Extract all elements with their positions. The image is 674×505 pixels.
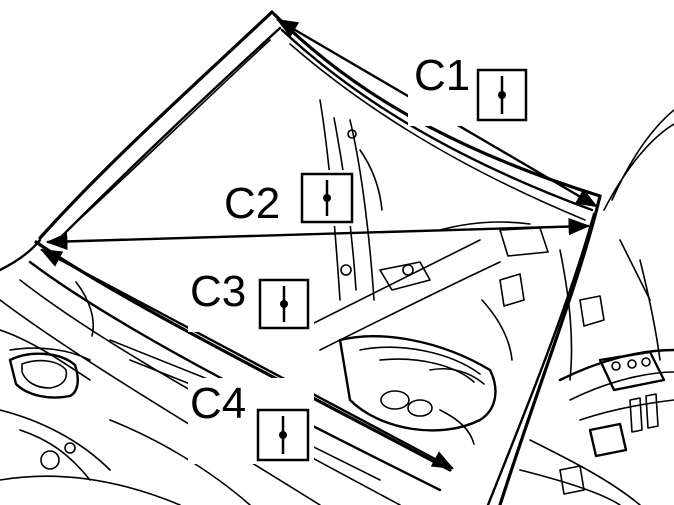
measurement-label-c2: C2 <box>224 179 280 228</box>
measurement-label-c4: C4 <box>190 379 246 428</box>
measure-marker-icon <box>258 278 310 330</box>
measure-marker-icon <box>256 408 310 462</box>
measurement-label-c1: C1 <box>414 51 470 100</box>
measure-line-c2 <box>45 217 591 251</box>
vehicle-body-illustration <box>0 10 674 505</box>
measurement-c2: C2 <box>224 172 354 228</box>
measure-line-c4 <box>40 248 454 470</box>
measurement-c3: C3 <box>190 267 310 330</box>
measurement-c1: C1 <box>414 51 528 122</box>
measurement-label-c3: C3 <box>190 267 246 316</box>
measurement-c4: C4 <box>190 379 310 462</box>
measure-marker-icon <box>300 172 354 224</box>
measure-marker-icon <box>476 68 528 122</box>
